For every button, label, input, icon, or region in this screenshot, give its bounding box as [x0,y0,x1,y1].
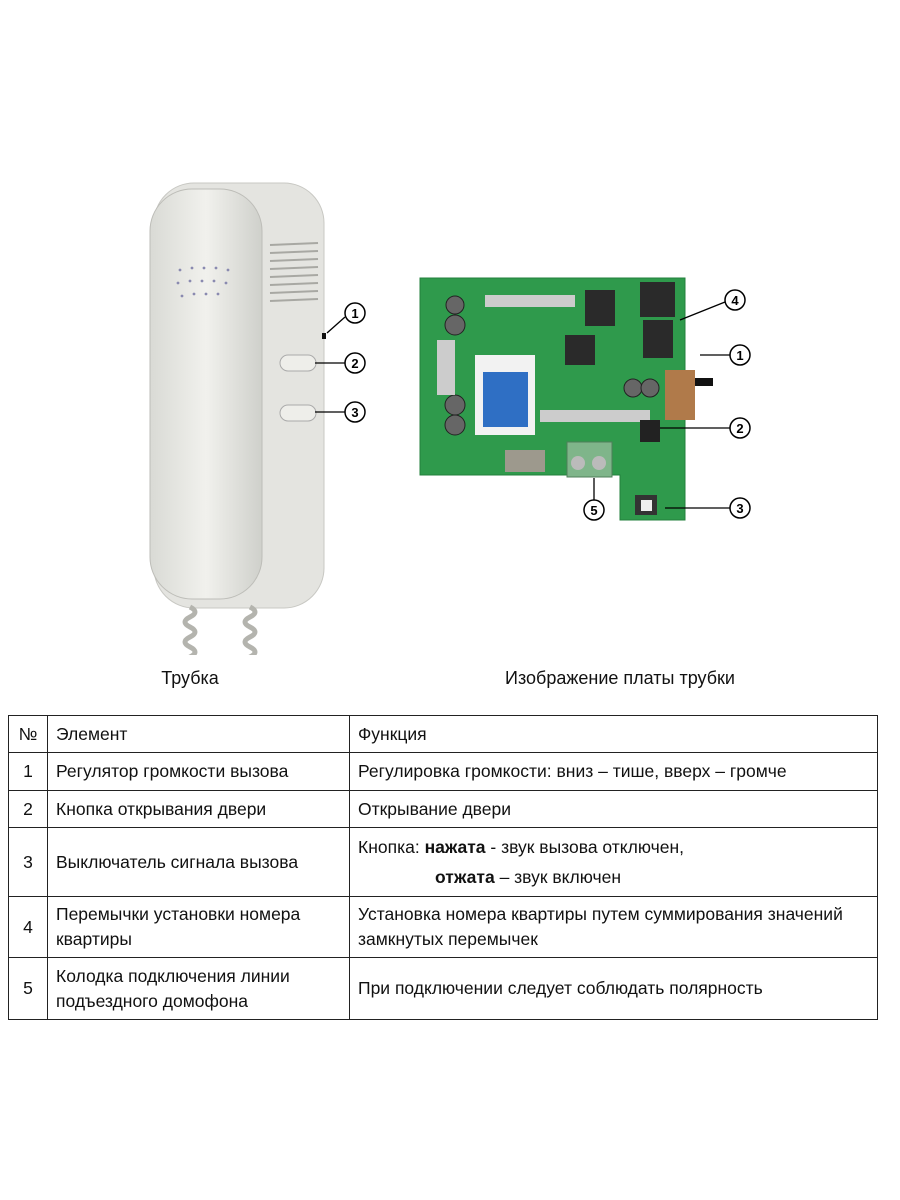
row-function: Кнопка: нажата - звук вызова отключен, о… [349,827,878,897]
row-function: Установка номера квартиры путем суммиров… [349,896,878,958]
row-element: Перемычки установки номера квартиры [47,896,350,958]
handset-callouts: 1 2 3 [315,302,366,423]
callout-3: 3 [351,405,358,420]
function-pressed: нажата [424,837,486,857]
callout-1: 1 [736,348,743,363]
table-row: 4 Перемычки установки номера квартиры Ус… [8,896,878,958]
row-function: Открывание двери [349,790,878,828]
row-element: Регулятор громкости вызова [47,752,350,791]
callout-5: 5 [590,503,597,518]
row-function: При подключении следует соблюдать полярн… [349,957,878,1020]
handset-caption: Трубка [161,668,219,688]
row-num: 5 [8,957,48,1020]
row-num: 2 [8,790,48,828]
function-released-text: – звук включен [494,867,621,887]
function-released: отжата [435,867,495,887]
row-function: Регулировка громкости: вниз – тише, ввер… [349,752,878,791]
table-row: 1 Регулятор громкости вызова Регулировка… [8,752,878,791]
function-prefix: Кнопка: [358,837,425,857]
pcb-image [419,277,713,521]
callout-1: 1 [351,306,358,321]
row-num: 1 [8,752,48,791]
callout-2: 2 [736,421,743,436]
handset-image [149,182,326,655]
pcb-callouts: 4 1 2 3 5 [583,289,751,521]
header-element: Элемент [47,715,350,753]
row-element: Кнопка открывания двери [47,790,350,828]
table-row: 3 Выключатель сигнала вызова Кнопка: наж… [8,827,878,897]
elements-table: № Элемент Функция 1 Регулятор громкости … [8,715,878,1020]
table-row: 5 Колодка подключения линии подъездного … [8,957,878,1020]
table-row: 2 Кнопка открывания двери Открывание две… [8,790,878,828]
function-pressed-text: - звук вызова отключен, [485,837,684,857]
callout-2: 2 [351,356,358,371]
header-function: Функция [349,715,878,753]
row-element: Колодка подключения линии подъездного до… [47,957,350,1020]
row-element: Выключатель сигнала вызова [47,827,350,897]
header-num: № [8,715,48,753]
table-header: № Элемент Функция [8,715,878,753]
callout-4: 4 [731,293,739,308]
board-caption: Изображение платы трубки [505,668,735,688]
row-num: 4 [8,896,48,958]
callout-3: 3 [736,501,743,516]
row-num: 3 [8,827,48,897]
